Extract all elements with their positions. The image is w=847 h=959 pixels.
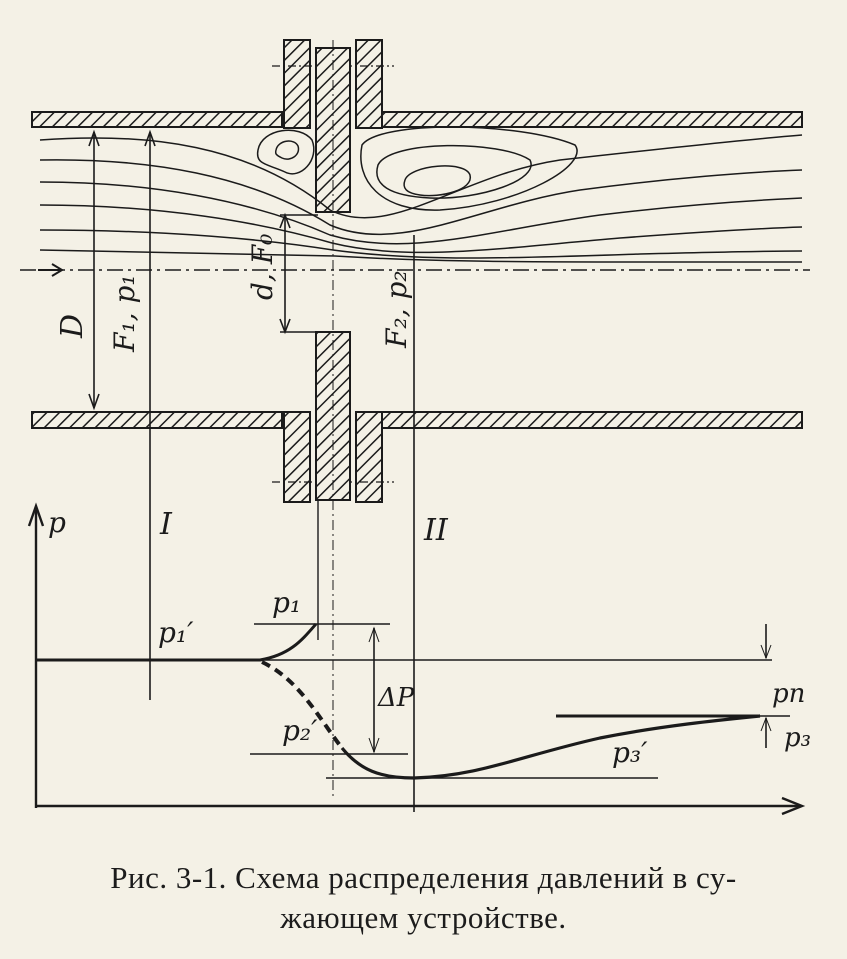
upstream-eddy <box>256 129 315 175</box>
lower-flange-left <box>283 411 311 503</box>
downstream-eddy-inner <box>403 165 471 197</box>
x-axis-arrowhead <box>781 796 806 816</box>
caption-line-2: жающем устройстве. <box>280 900 567 935</box>
diagram-labels-upper: D F₁, p₁ d, F₀ F₂, p₂ <box>55 234 413 353</box>
label-section-I: I <box>159 507 173 542</box>
dimension-lines <box>88 129 415 812</box>
graph-labels: p I II p₁′ p₁ p₂′ ΔP p₃′ pп p₃ <box>48 506 811 769</box>
downstream-eddy-middle <box>376 144 532 199</box>
lower-pipe-wall-left <box>31 411 283 429</box>
pressure-recovery-curve <box>340 714 761 780</box>
streamlines <box>39 126 803 263</box>
upper-pipe-wall-right <box>359 111 803 128</box>
label-p1: p₁ <box>272 586 301 619</box>
upper-flange-right <box>355 39 383 129</box>
label-axis-p: p <box>48 506 66 539</box>
flow-direction-arrow <box>38 263 64 277</box>
p-axis-arrowhead <box>27 502 45 527</box>
pipe-walls <box>31 111 803 429</box>
label-F1-p1: F₁, p₁ <box>108 274 141 353</box>
flanges <box>272 39 394 503</box>
label-p1-prime: p₁′ <box>158 616 194 649</box>
wall-pressure-curve-upstream <box>36 623 318 662</box>
lower-pipe-wall-right <box>359 411 803 429</box>
label-delta-p: ΔP <box>377 683 415 713</box>
label-p3-prime: p₃′ <box>612 736 648 769</box>
label-p2-prime: p₂′ <box>282 714 318 747</box>
pressure-graph <box>27 500 806 816</box>
label-p3: p₃ <box>784 723 811 753</box>
lower-flange-right <box>355 411 383 503</box>
downstream-eddy-outer <box>360 126 578 211</box>
label-section-II: II <box>423 513 449 548</box>
upper-flange-left <box>283 39 311 129</box>
upper-pipe-wall-left <box>31 111 283 128</box>
axis-pressure-curve-dashed <box>261 660 344 750</box>
label-F2-p2: F₂, p₂ <box>380 270 413 349</box>
label-D: D <box>55 314 90 339</box>
orifice-plate <box>315 40 351 800</box>
caption-line-1: Рис. 3-1. Схема распределения давлений в… <box>110 860 737 895</box>
label-pn: pп <box>772 679 805 709</box>
label-d-F0: d, F₀ <box>246 234 279 300</box>
figure-caption: Рис. 3-1. Схема распределения давлений в… <box>0 858 847 938</box>
